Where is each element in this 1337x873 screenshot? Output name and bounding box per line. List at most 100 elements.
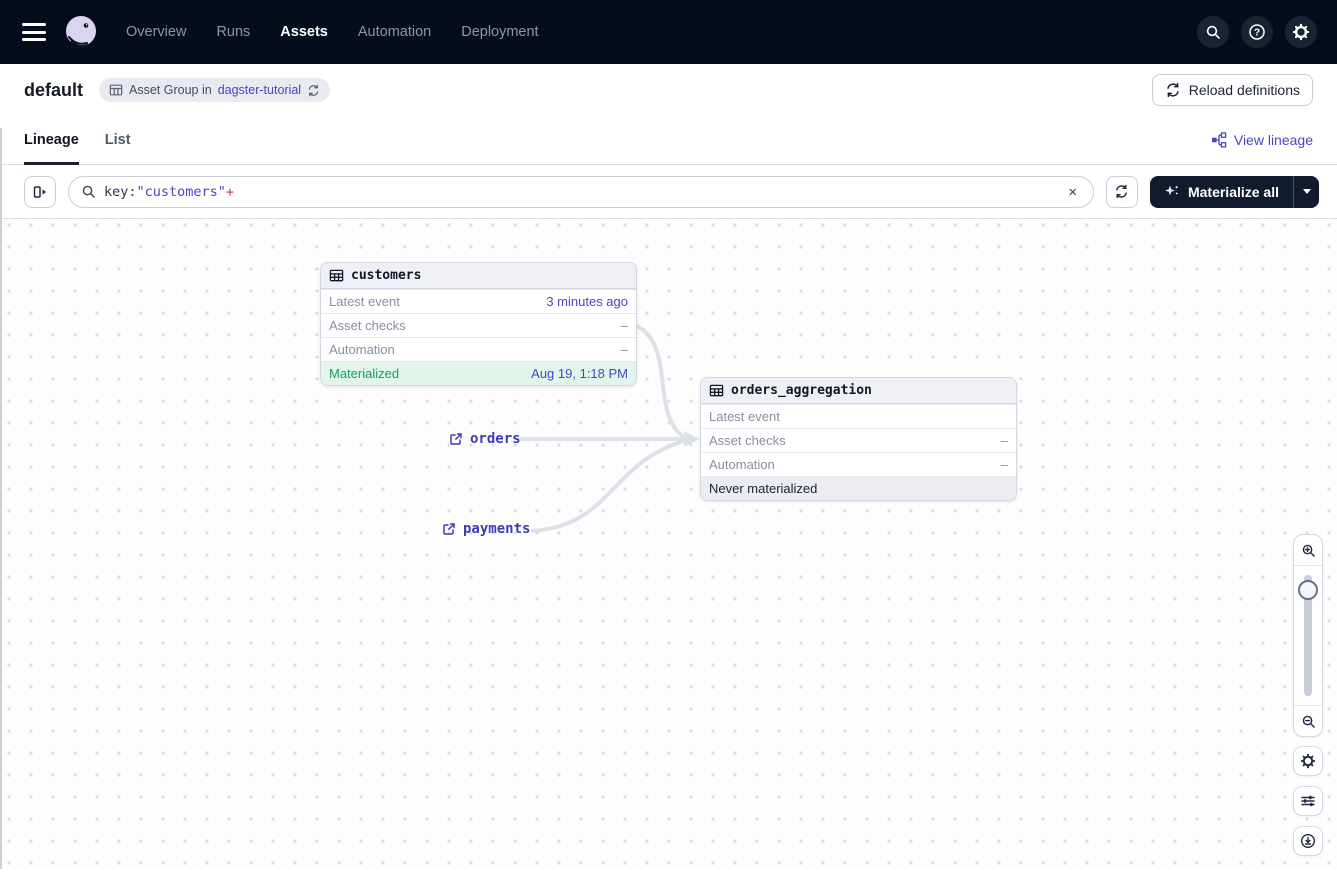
menu-button[interactable]: [20, 21, 48, 43]
node-row-automation: Automation –: [701, 452, 1016, 476]
gear-icon: [1292, 23, 1310, 41]
asset-node-header: customers: [321, 263, 636, 289]
reload-definitions-button[interactable]: Reload definitions: [1151, 74, 1313, 106]
tune-filters-icon: [1301, 795, 1315, 807]
search-icon: [1206, 25, 1220, 39]
node-row-latest-event: Latest event 3 minutes ago: [321, 289, 636, 313]
zoom-in-button[interactable]: [1294, 535, 1322, 566]
latest-event-link[interactable]: 3 minutes ago: [546, 294, 628, 309]
top-navbar: Overview Runs Assets Automation Deployme…: [0, 0, 1337, 64]
expand-panel-icon: [33, 185, 46, 198]
nav-item-runs[interactable]: Runs: [216, 24, 251, 40]
code-location-link[interactable]: dagster-tutorial: [217, 83, 302, 97]
nav-item-overview[interactable]: Overview: [126, 24, 187, 40]
user-settings-button[interactable]: [1285, 16, 1317, 48]
page-title: default: [24, 79, 84, 100]
node-row-never-materialized: Never materialized: [701, 476, 1016, 500]
tab-list[interactable]: List: [104, 132, 131, 148]
materialize-all-button[interactable]: Materialize all: [1150, 176, 1293, 208]
view-lineage-link[interactable]: View lineage: [1211, 132, 1313, 148]
table-icon: [329, 269, 344, 282]
materialize-all-label: Materialize all: [1187, 183, 1279, 200]
lineage-canvas[interactable]: customers Latest event 3 minutes ago Ass…: [0, 219, 1337, 869]
nav-item-deployment[interactable]: Deployment: [461, 24, 539, 40]
graph-filters-button[interactable]: [1293, 786, 1323, 816]
row-label: Automation: [709, 457, 775, 472]
lineage-edges: [519, 324, 700, 533]
external-link-icon: [443, 523, 455, 535]
zoom-out-button[interactable]: [1294, 705, 1322, 736]
tab-lineage[interactable]: Lineage: [24, 116, 79, 165]
search-query-key: key:: [104, 183, 137, 200]
badge-prefix-text: Asset Group in: [129, 83, 212, 97]
materialize-split-button: Materialize all: [1149, 175, 1319, 208]
row-label: Latest event: [709, 409, 780, 424]
external-asset-label: payments: [463, 521, 531, 537]
asset-title: orders_aggregation: [731, 383, 872, 398]
lineage-icon: [1211, 132, 1227, 148]
external-asset-payments[interactable]: payments: [442, 521, 530, 537]
refresh-graph-button[interactable]: [1105, 175, 1138, 208]
chevron-down-icon: [1302, 189, 1311, 194]
node-row-asset-checks: Asset checks –: [321, 313, 636, 337]
asset-node-orders-aggregation[interactable]: orders_aggregation Latest event Asset ch…: [700, 377, 1017, 501]
svg-text:?: ?: [1254, 28, 1260, 39]
row-label: Automation: [329, 342, 395, 357]
left-panel-splitter[interactable]: [0, 128, 2, 869]
zoom-slider-thumb[interactable]: [1298, 580, 1318, 600]
asset-node-customers[interactable]: customers Latest event 3 minutes ago Ass…: [320, 262, 637, 386]
help-button[interactable]: ?: [1241, 16, 1273, 48]
external-link-icon: [450, 433, 462, 445]
materialize-dropdown-button[interactable]: [1293, 175, 1319, 208]
materialization-link[interactable]: Aug 19, 1:18 PM: [531, 366, 628, 381]
asset-group-icon: [109, 83, 123, 97]
search-icon: [82, 185, 95, 198]
node-row-automation: Automation –: [321, 337, 636, 361]
search-query: key:"customers"+: [104, 184, 234, 200]
view-lineage-label: View lineage: [1233, 132, 1313, 148]
sparkle-icon: [1164, 185, 1178, 195]
gear-icon: [1300, 753, 1316, 769]
row-value: –: [1000, 433, 1008, 448]
download-circle-icon: [1300, 833, 1316, 849]
status-label: Never materialized: [709, 481, 818, 496]
search-query-suffix: +: [225, 183, 235, 200]
dagster-logo-icon: [66, 16, 96, 49]
asset-title: customers: [351, 268, 422, 283]
download-view-button[interactable]: [1293, 826, 1323, 856]
zoom-slider[interactable]: [1294, 566, 1322, 705]
toggle-sidebar-button[interactable]: [24, 175, 56, 208]
refresh-icon: [1116, 184, 1128, 199]
reload-location-icon[interactable]: [307, 84, 320, 97]
nav-right-actions: ?: [1197, 16, 1317, 48]
nav-search-button[interactable]: [1197, 16, 1229, 48]
zoom-out-icon: [1302, 715, 1315, 728]
nav-item-automation[interactable]: Automation: [357, 24, 432, 40]
nav-item-assets[interactable]: Assets: [280, 24, 328, 40]
search-query-term: "customers": [136, 183, 226, 200]
tabs-bar: Lineage List View lineage: [0, 116, 1337, 165]
table-icon: [709, 384, 724, 397]
row-label: Latest event: [329, 294, 400, 309]
status-label: Materialized: [329, 366, 400, 381]
row-label: Asset checks: [709, 433, 786, 448]
row-value: –: [620, 318, 628, 333]
external-asset-orders[interactable]: orders: [449, 431, 521, 447]
zoom-in-icon: [1302, 544, 1315, 557]
asset-search-input[interactable]: key:"customers"+ ✕: [68, 175, 1094, 208]
graph-settings-button[interactable]: [1293, 746, 1323, 776]
node-row-asset-checks: Asset checks –: [701, 428, 1016, 452]
clear-search-button[interactable]: ✕: [1063, 182, 1083, 202]
asset-node-header: orders_aggregation: [701, 378, 1016, 404]
reload-icon: [1166, 82, 1179, 98]
asset-group-badge: Asset Group in dagster-tutorial: [99, 78, 331, 102]
node-row-materialized: Materialized Aug 19, 1:18 PM: [321, 361, 636, 385]
row-value: –: [620, 342, 628, 357]
help-icon: ?: [1249, 24, 1265, 40]
row-value: –: [1000, 457, 1008, 472]
dagster-logo[interactable]: [62, 13, 100, 51]
page-header: default Asset Group in dagster-tutorial: [0, 64, 1337, 116]
node-row-latest-event: Latest event: [701, 404, 1016, 428]
zoom-slider-track[interactable]: [1304, 575, 1312, 696]
lineage-toolbar: key:"customers"+ ✕ Materialize all: [0, 165, 1337, 219]
